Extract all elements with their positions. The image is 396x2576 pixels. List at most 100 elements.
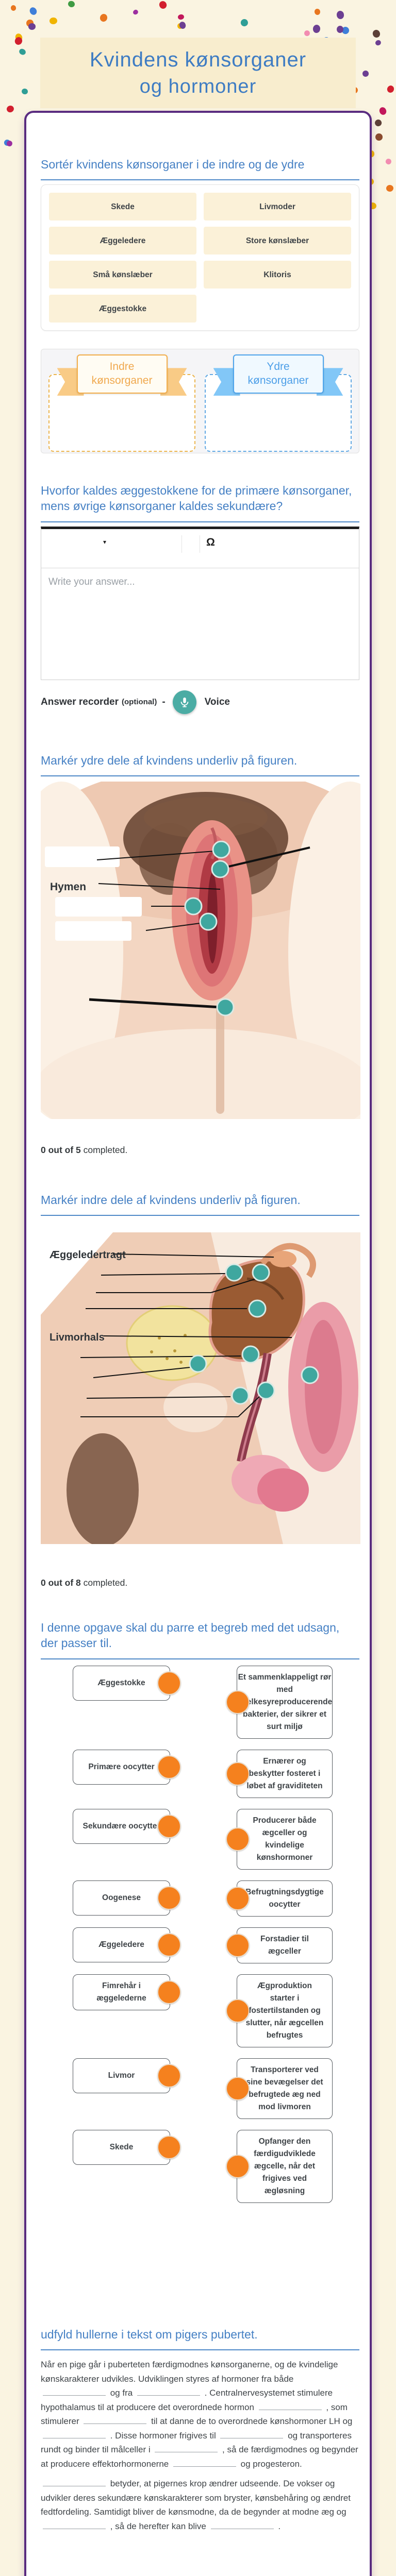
figure-label-hymen: Hymen (50, 881, 86, 893)
word-chip[interactable]: Æggestokke (49, 295, 196, 323)
match-connector-dot[interactable] (157, 1933, 181, 1957)
confetti-dot (336, 10, 345, 20)
match-connector-dot[interactable] (226, 1761, 250, 1786)
cloze-blank-input[interactable] (43, 2386, 106, 2396)
cloze-blank-input[interactable] (155, 2443, 218, 2453)
match-connector-dot[interactable] (157, 2136, 181, 2160)
anatomy-figure-outer: Hymen (0, 766, 396, 1153)
dropzones: Indre kønsorganer Ydre kønsorganer (41, 349, 359, 454)
microphone-icon (180, 697, 189, 707)
cloze-blank-input[interactable] (84, 2414, 147, 2425)
confetti-dot (371, 29, 381, 39)
voice-label: Voice (204, 696, 230, 707)
cloze-blank-input[interactable] (210, 2519, 274, 2529)
match-connector-dot[interactable] (226, 1827, 250, 1851)
figure-markers[interactable] (184, 840, 235, 1016)
dropzone-indre-kønsorganer[interactable]: Indre kønsorganer (48, 349, 195, 453)
dropzone-ydre-kønsorganer[interactable]: Ydre kønsorganer (205, 349, 352, 453)
match-connector-dot[interactable] (226, 1999, 250, 2023)
confetti-dot (18, 47, 27, 56)
match-statement-card: Opfanger den færdigudviklede ægcelle, nå… (226, 2130, 333, 2204)
match-term-card: Primære oocytter (73, 1749, 181, 1785)
confetti-dot (373, 118, 383, 127)
cloze-text-segment: betyder, at pigernes krop ændrer udseend… (41, 2479, 351, 2517)
match-connector-dot[interactable] (157, 1886, 181, 1910)
question-heading: Markér ydre dele af kvindens underliv på… (41, 753, 359, 777)
word-chip[interactable]: Små kønslæber (49, 261, 196, 289)
match-term-card: Æggestokke (73, 1665, 181, 1701)
word-chip[interactable]: Store kønslæber (204, 227, 351, 255)
match-connector-dot[interactable] (226, 1886, 250, 1910)
match-connector-dot[interactable] (157, 1814, 181, 1838)
figure-markers[interactable] (189, 1263, 319, 1405)
word-chip[interactable]: Æggeledere (49, 227, 196, 255)
question-heading: Markér indre dele af kvindens underliv p… (41, 1192, 359, 1216)
confetti-dot (375, 133, 383, 141)
match-connector-dot[interactable] (157, 1671, 181, 1695)
question-heading: I denne opgave skal du parre et begreb m… (41, 1620, 359, 1659)
match-connector-dot[interactable] (157, 1980, 181, 2004)
confetti-dot (177, 14, 185, 21)
cloze-blank-input[interactable] (43, 2429, 106, 2438)
match-statement-card: Producerer både ægceller og kvindelige k… (226, 1808, 333, 1870)
page-title-line2: og hormoner (139, 75, 257, 97)
cloze-text-segment: og fra (108, 2388, 135, 2398)
question-matching: I denne opgave skal du parre et begreb m… (41, 1620, 359, 2214)
confetti-dot (49, 17, 57, 25)
match-connector-dot[interactable] (226, 1690, 250, 1714)
confetti-dot (314, 8, 321, 16)
confetti-dot (132, 8, 139, 15)
confetti-dot (99, 13, 108, 23)
cloze-blank-input[interactable] (43, 2519, 106, 2529)
cloze-blank-input[interactable] (220, 2429, 284, 2438)
match-connector-dot[interactable] (226, 2077, 250, 2101)
worksheet-title-banner: Kvindens kønsorganer og hormoner (40, 38, 356, 108)
match-connector-dot[interactable] (157, 2064, 181, 2088)
toolbar-dropdown-caret-icon[interactable]: ▾ (103, 538, 107, 546)
answer-recorder-optional: (optional) (122, 698, 157, 707)
question-mark-outer-figure: Markér ydre dele af kvindens underliv på… (0, 753, 396, 1156)
confetti-dot (385, 158, 392, 165)
question-cloze: udfyld hullerne i tekst om pigers pubert… (41, 2327, 359, 2539)
match-connector-dot[interactable] (157, 1755, 181, 1779)
word-chip[interactable]: Klitoris (204, 261, 351, 289)
match-connector-dot[interactable] (226, 1933, 250, 1957)
confetti-dot (6, 140, 14, 147)
cloze-blank-input[interactable] (43, 2477, 106, 2487)
confetti-dot (28, 6, 39, 16)
cloze-text: Når en pige går i puberteten færdigmodne… (41, 2358, 359, 2533)
answer-textarea[interactable]: Write your answer... (41, 568, 359, 680)
voice-record-button[interactable] (172, 690, 196, 714)
word-chip[interactable]: Skede (49, 193, 196, 221)
cloze-blank-input[interactable] (258, 2400, 322, 2410)
special-characters-button[interactable]: Ω (206, 536, 215, 548)
completed-status: 0 out of 8 completed. (41, 1578, 128, 1588)
confetti-dot (240, 18, 250, 28)
cloze-blank-input[interactable] (173, 2457, 236, 2467)
match-connector-dot[interactable] (226, 2155, 250, 2179)
cloze-blank-input[interactable] (137, 2386, 200, 2396)
confetti-dot (374, 39, 382, 46)
cloze-text-segment: og transporteres rundt og binder til mål… (41, 2430, 352, 2455)
confetti-dot (6, 105, 15, 114)
cloze-text-segment: , så de færdigmodnes og begynder at prod… (41, 2445, 358, 2469)
dropzone-ribbon: Indre kønsorganer (57, 354, 187, 396)
cloze-text-segment: , som stimulerer (41, 2402, 348, 2427)
question-mark-inner-figure: Markér indre dele af kvindens underliv p… (41, 1192, 360, 1588)
cloze-text-segment: . Centralnervesystemet stimulere hypotha… (41, 2388, 333, 2412)
question-heading: udfyld hullerne i tekst om pigers pubert… (41, 2327, 359, 2351)
confetti-dot (304, 29, 311, 37)
match-term-card: Æggeledere (73, 1927, 181, 1962)
word-chip[interactable]: Livmoder (204, 193, 351, 221)
answer-recorder-dash: - (162, 696, 166, 707)
match-term-card: Oogenese (73, 1880, 181, 1916)
match-term-card: Fimrehår i æggelederne (73, 1974, 181, 2010)
question-sort-organs: Sortér kvindens kønsorganer i de indre o… (41, 157, 359, 454)
